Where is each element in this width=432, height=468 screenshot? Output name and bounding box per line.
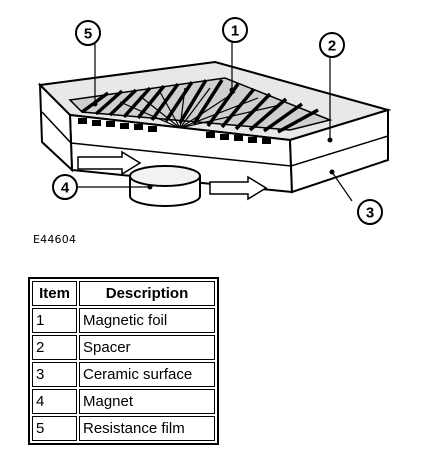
callout-2: 2 [319,32,345,58]
left-arrow [77,150,142,176]
fuel-sender-diagram: 1 2 3 4 5 [37,17,392,225]
table-row: 5 Resistance film [32,416,215,441]
callout-3-label: 3 [366,205,374,222]
item-number: 1 [32,308,77,333]
right-arrow [209,175,268,201]
item-number: 2 [32,335,77,360]
motion-arrows [77,150,268,201]
magnetic-foil [119,87,281,129]
table-row: 2 Spacer [32,335,215,360]
table-row: 3 Ceramic surface [32,362,215,387]
callout-4-label: 4 [61,180,70,197]
callout-4: 4 [52,174,78,200]
item-description: Ceramic surface [79,362,215,387]
item-description: Magnetic foil [79,308,215,333]
callout-5-label: 5 [84,26,92,43]
callout-1-label: 1 [231,23,239,40]
callout-2-label: 2 [328,38,336,55]
item-description: Magnet [79,389,215,414]
sensor-block [37,60,392,194]
table-row: 4 Magnet [32,389,215,414]
table-row: 1 Magnetic foil [32,308,215,333]
callout-5: 5 [75,20,101,46]
legend-table: Item Description 1 Magnetic foil 2 Space… [28,277,219,445]
magnet [129,165,201,207]
item-description: Resistance film [79,416,215,441]
item-description: Spacer [79,335,215,360]
figure-code: E44604 [33,233,77,246]
item-number: 4 [32,389,77,414]
leader-lines [78,40,353,202]
edge-contacts [78,118,271,144]
callout-3: 3 [357,199,383,225]
table-header-row: Item Description [32,281,215,306]
callout-1: 1 [222,17,248,43]
column-header-item: Item [32,281,77,306]
item-number: 5 [32,416,77,441]
column-header-description: Description [79,281,215,306]
item-number: 3 [32,362,77,387]
